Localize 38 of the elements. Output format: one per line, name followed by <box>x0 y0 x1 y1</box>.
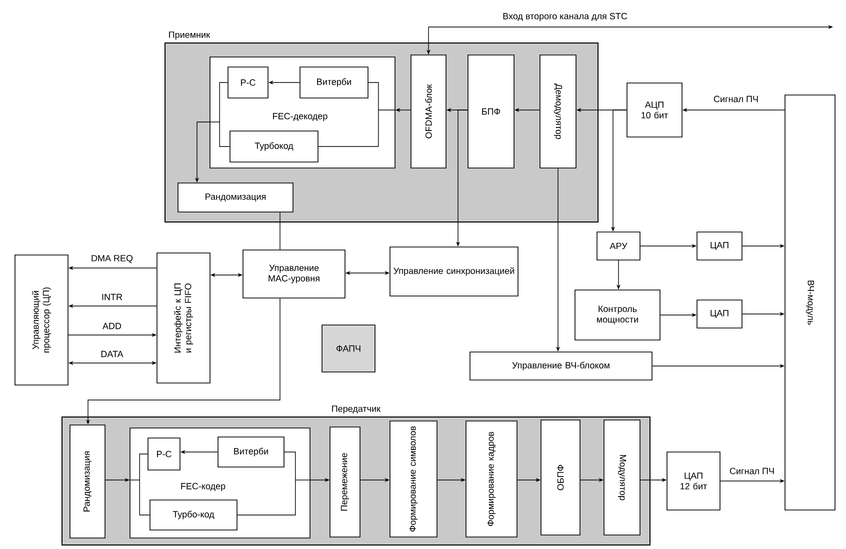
edge-label: Сигнал ПЧ <box>712 94 760 104</box>
edge-label: Вход второго канала для STC <box>502 12 628 22</box>
block-box: БПФ <box>468 54 514 168</box>
block-box: АРУ <box>596 232 640 260</box>
block-box: Р-С <box>148 438 180 470</box>
edge-label: DMA REQ <box>90 254 134 264</box>
block-box: Демодулятор <box>540 54 576 168</box>
block-box: ОБПФ <box>540 420 580 536</box>
block-box: Управляющий процессор (ЦП) <box>14 254 68 386</box>
block-box: Витерби <box>300 66 368 98</box>
block-box: ФАПЧ <box>322 324 376 372</box>
block-box: Управление синхронизацией <box>390 246 518 296</box>
block-box: ВЧ-модуль <box>784 94 836 510</box>
block-box: Витерби <box>218 436 284 468</box>
block-box: Управление ВЧ-блоком <box>470 352 652 380</box>
block-box: OFDMA-блок <box>410 54 446 168</box>
block-box: АЦП 10 бит <box>626 82 682 138</box>
block-box: Контроль мощности <box>574 290 660 340</box>
edge-label: ADD <box>102 322 122 330</box>
block-box: ЦАП 12 бит <box>666 452 720 510</box>
block-box: Турбокод <box>230 130 318 162</box>
block-box: Рандомизация <box>70 424 106 538</box>
node-label: Приемник <box>169 32 210 40</box>
block-box: ЦАП <box>696 300 742 328</box>
block-box: ЦАП <box>696 232 742 260</box>
block-box: Модулятор <box>604 420 640 536</box>
block-box: Формирование кадров <box>466 420 518 538</box>
block-box: Р-С <box>228 66 268 98</box>
block-box: Турбо-код <box>150 500 238 530</box>
edge-label: Сигнал ПЧ <box>728 466 776 476</box>
edge-label: DATA <box>100 350 124 358</box>
block-box: Формирование символов <box>390 420 438 538</box>
block-box: Интерфейс к ЦП и регистры FIFO <box>156 252 210 384</box>
node-label: Передатчик <box>332 406 381 414</box>
edge-label: INTR <box>100 292 124 302</box>
block-box: Рандомизация <box>178 182 294 212</box>
block-box: Перемежение <box>330 426 360 538</box>
block-box: Управление MAC-уровня <box>242 250 346 298</box>
